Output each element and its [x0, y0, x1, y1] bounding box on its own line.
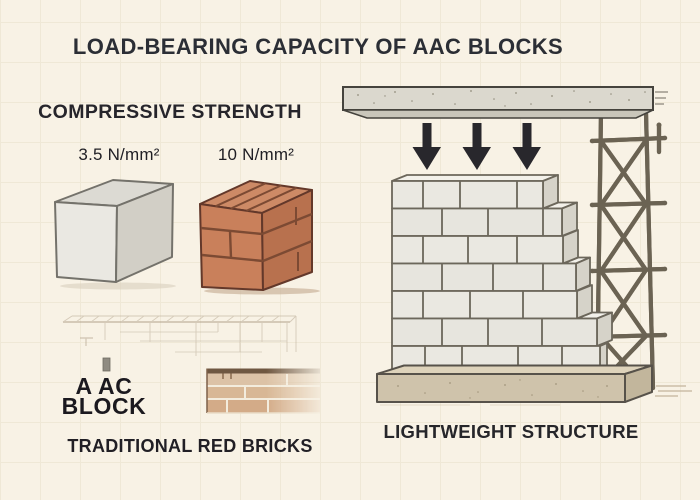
load-arrow-icon	[412, 123, 541, 170]
compressive-strength-heading: COMPRESSIVE STRENGTH	[38, 101, 302, 123]
brick-wall-patch-illustration	[206, 368, 320, 414]
aac-block-label: A AC BLOCK	[61, 373, 147, 419]
aac-block-illustration	[54, 179, 176, 290]
red-brick-stack-illustration	[199, 180, 320, 295]
foundation-speckles	[397, 379, 608, 399]
faint-beam-sketch	[62, 315, 297, 356]
ground-shadow	[380, 385, 692, 406]
traditional-red-bricks-label: TRADITIONAL RED BRICKS	[67, 436, 313, 456]
concrete-beam-illustration	[342, 86, 668, 119]
scaffold-tower-illustration	[589, 110, 668, 391]
brick-strength-value: 10 N/mm²	[217, 145, 295, 164]
beam-speckles	[357, 90, 646, 107]
aac-block-label-line2: BLOCK	[61, 393, 147, 419]
page-title: LOAD-BEARING CAPACITY OF AAC BLOCKS	[72, 34, 564, 59]
lightweight-structure-label: LIGHTWEIGHT STRUCTURE	[383, 421, 639, 442]
aac-strength-value: 3.5 N/mm²	[78, 145, 160, 164]
beam-end-streaks	[655, 91, 668, 105]
aac-block-label-line1: A AC	[75, 373, 133, 399]
sketch-peg	[102, 357, 111, 372]
aac-block-wall-illustration	[391, 174, 613, 375]
foundation-slab-illustration	[376, 364, 653, 403]
